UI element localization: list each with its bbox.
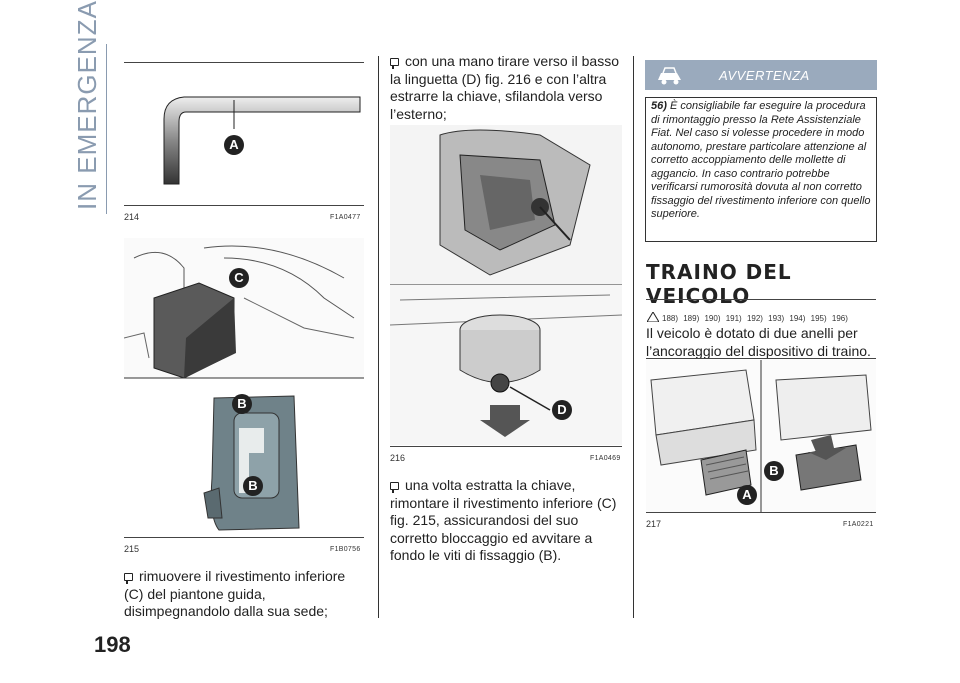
label-a-circle: A — [737, 485, 757, 505]
warning-number: 56) — [651, 100, 667, 112]
label-b: B — [248, 478, 258, 493]
warning-triangle-icon — [647, 312, 659, 322]
figure-215-illustration — [124, 238, 364, 538]
bullet-icon — [124, 573, 133, 584]
figure-214-illustration — [124, 64, 364, 204]
figure-number: 217 — [646, 519, 662, 529]
warning-text: 56) È consigliabile far eseguire la proc… — [651, 100, 871, 220]
warning-header: AVVERTENZA — [645, 60, 877, 90]
figure-number: 214 — [124, 212, 140, 222]
figure-217-illustration — [646, 360, 876, 512]
figure-code: F1A0469 — [590, 455, 621, 462]
label-a-circle: A — [224, 135, 244, 155]
warning-title: AVVERTENZA — [719, 68, 810, 83]
warning-references: 188) 189) 190) 191) 192) 193) 194) 195) … — [662, 314, 848, 323]
caption-rule — [124, 205, 364, 206]
figure-number: 216 — [390, 453, 406, 463]
figure-code: F1B0756 — [330, 546, 361, 553]
car-warning-icon — [658, 67, 681, 85]
instruction-paragraph: rimuovere il rivestimento inferiore (C) … — [124, 568, 346, 619]
instruction-paragraph: con una mano tirare verso il basso la li… — [390, 53, 619, 122]
label-d: D — [557, 402, 567, 417]
label-c: C — [234, 270, 244, 285]
figure-number: 215 — [124, 544, 140, 554]
column-divider — [633, 56, 634, 618]
label-b-circle: B — [232, 394, 252, 414]
bullet-icon — [390, 58, 399, 69]
section-paragraph: Il veicolo è dotato di due anelli per l’… — [646, 325, 871, 359]
page-number: 198 — [94, 632, 131, 657]
section-rule — [646, 299, 876, 300]
section-title: TRAINO DEL VEICOLO — [646, 260, 792, 308]
label-a: A — [229, 137, 239, 152]
chapter-rule — [106, 44, 107, 214]
column-divider — [378, 56, 379, 618]
figure-216-illustration — [390, 125, 622, 445]
caption-rule — [390, 446, 622, 447]
caption-rule — [646, 512, 876, 513]
label-b: B — [237, 396, 247, 411]
label-b-circle: B — [243, 476, 263, 496]
warning-box: 56) È consigliabile far eseguire la proc… — [645, 97, 877, 242]
figure-top-rule — [124, 62, 364, 63]
label-c-circle: C — [229, 268, 249, 288]
label-a: A — [742, 487, 752, 502]
instruction-paragraph: una volta estratta la chiave, rimontare … — [390, 477, 617, 563]
label-b-circle: B — [764, 461, 784, 481]
label-b: B — [769, 463, 779, 478]
bullet-icon — [390, 482, 399, 493]
caption-rule — [124, 537, 364, 538]
figure-code: F1A0221 — [843, 521, 874, 528]
figure-code: F1A0477 — [330, 214, 361, 221]
label-d-circle: D — [552, 400, 572, 420]
figure-top-rule — [646, 358, 876, 359]
